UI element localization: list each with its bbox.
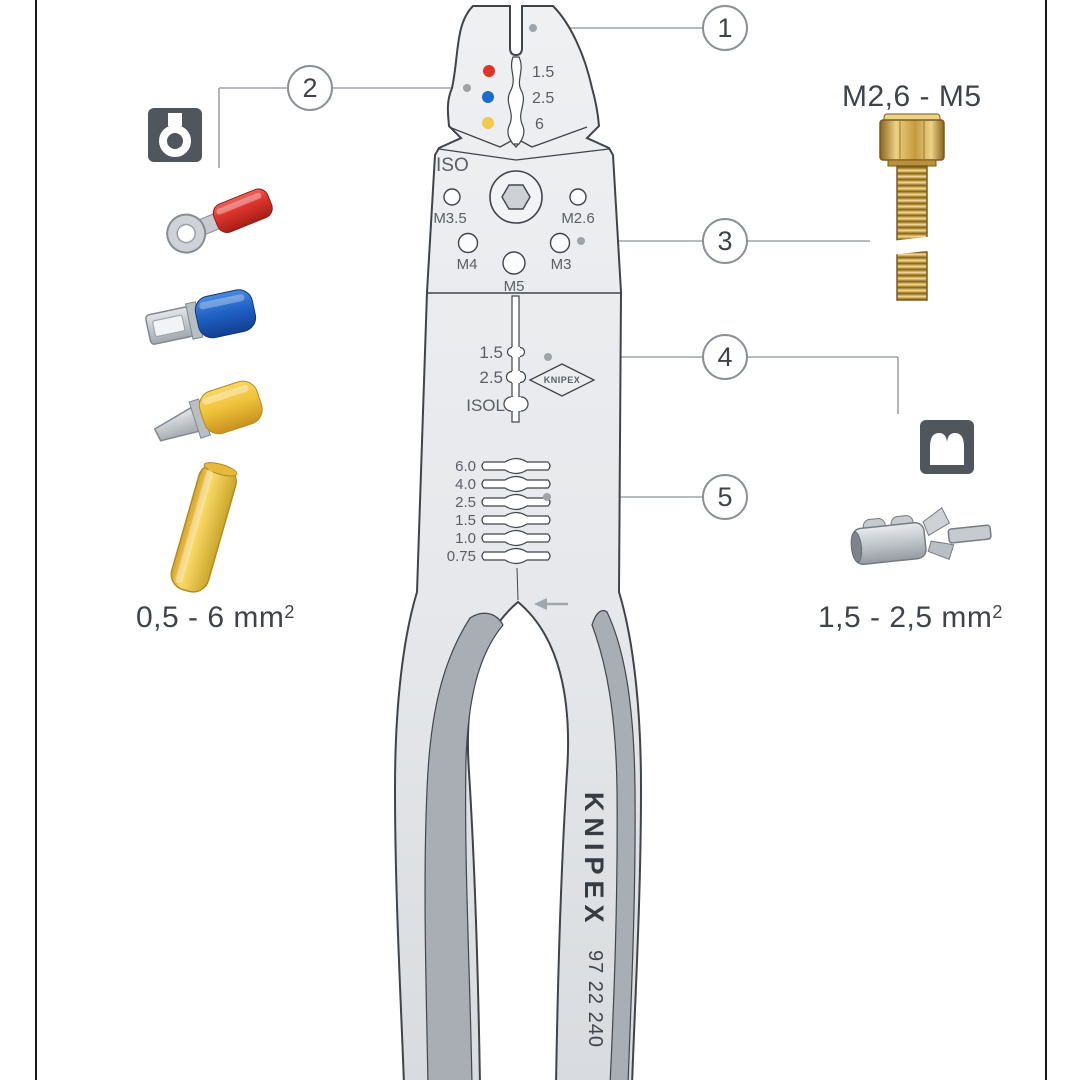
right-handle-grip [591,609,636,1080]
left-range-text: 0,5 - 6 mm [136,601,285,634]
hole-label-m5: M5 [504,278,525,295]
bolt-range-label: M2,6 - M5 [842,80,982,114]
callout-4: 4 [702,334,748,380]
callout-5-number: 5 [717,481,733,512]
receptacle-terminal-icon [920,420,974,474]
hex-insert-icon [501,184,531,210]
bolt-hole-m26 [569,188,587,206]
center-seam [516,567,519,601]
crimp-size-60: 6.0 [455,458,476,475]
left-range-sup: 2 [284,602,295,622]
head-size-label-1: 1.5 [532,64,554,81]
handle-brand-text: KNIPEX [579,792,609,929]
head-size-label-3: 6 [535,116,544,133]
callout-4-number: 4 [717,341,733,372]
callout-2: 2 [287,65,333,111]
callout-3-number: 3 [717,225,733,256]
callout-contact-dots [463,24,585,501]
right-range-text: 1,5 - 2,5 mm [818,601,993,634]
left-handle-grip [424,612,504,1080]
bolt-hole-m5 [502,251,526,275]
notch-clean-1 [512,347,520,357]
head-size-label-2: 2.5 [532,90,554,107]
knipex-diamond-logo [528,363,596,397]
crimp-color-dot-yellow [482,117,494,129]
left-range-label: 0,5 - 6 mm2 [136,601,295,635]
hole-label-m4: M4 [457,256,478,273]
blue-receptacle-terminal-image [145,289,257,345]
handle-model-text: 97 22 240 [584,950,606,1048]
knipex-diamond-text: KNIPEX [544,375,581,385]
crimp-color-dot-blue [482,91,494,103]
callout-2-number: 2 [302,72,318,103]
callout-3: 3 [702,218,748,264]
brass-bolt-image [879,113,952,301]
yellow-blade-terminal-image [153,380,263,442]
strip-size-2: 2.5 [479,368,503,387]
jaw-seam [438,126,610,161]
notch-clean-2 [512,371,520,383]
hole-label-m3: M3 [551,256,572,273]
callout-5: 5 [702,474,748,520]
stripper-slot [511,295,520,423]
crimp-zone-slots [481,457,551,565]
ring-terminal-icon-glyph [159,113,191,157]
iso-label: ISO [436,155,469,176]
ring-terminal-icon [148,108,202,162]
hole-label-m35: M3.5 [433,210,466,227]
notch-clean-3 [511,397,521,411]
crimp-size-10: 1.0 [455,530,476,547]
bolt-range-text: M2,6 - M5 [842,80,982,113]
strip-size-1: 1.5 [479,343,503,362]
crimp-size-15: 1.5 [455,512,476,529]
strip-size-isol: ISOL [466,396,505,415]
red-ring-terminal-image [166,188,273,254]
bolt-hole-m4 [457,232,479,254]
bolt-hole-m35 [443,188,461,206]
crimp-size-40: 4.0 [455,476,476,493]
left-border-line [35,0,37,1080]
metal-receptacle-terminal-image [850,507,992,566]
right-range-sup: 2 [992,602,1003,622]
crimp-size-25: 2.5 [455,494,476,511]
right-border-line [1045,0,1047,1080]
left-arrow-icon [534,598,568,610]
callout-1-number: 1 [717,12,733,43]
crimp-color-dot-red [483,65,495,77]
yellow-butt-connector-image [170,462,238,593]
right-range-label: 1,5 - 2,5 mm2 [818,601,1003,635]
bolt-hole-m3 [549,232,571,254]
hole-label-m26: M2.6 [561,210,594,227]
head-crimp-slot [507,56,525,145]
receptacle-terminal-icon-glyph [930,433,964,465]
callout-1: 1 [702,5,748,51]
crimp-size-075: 0.75 [447,548,476,565]
